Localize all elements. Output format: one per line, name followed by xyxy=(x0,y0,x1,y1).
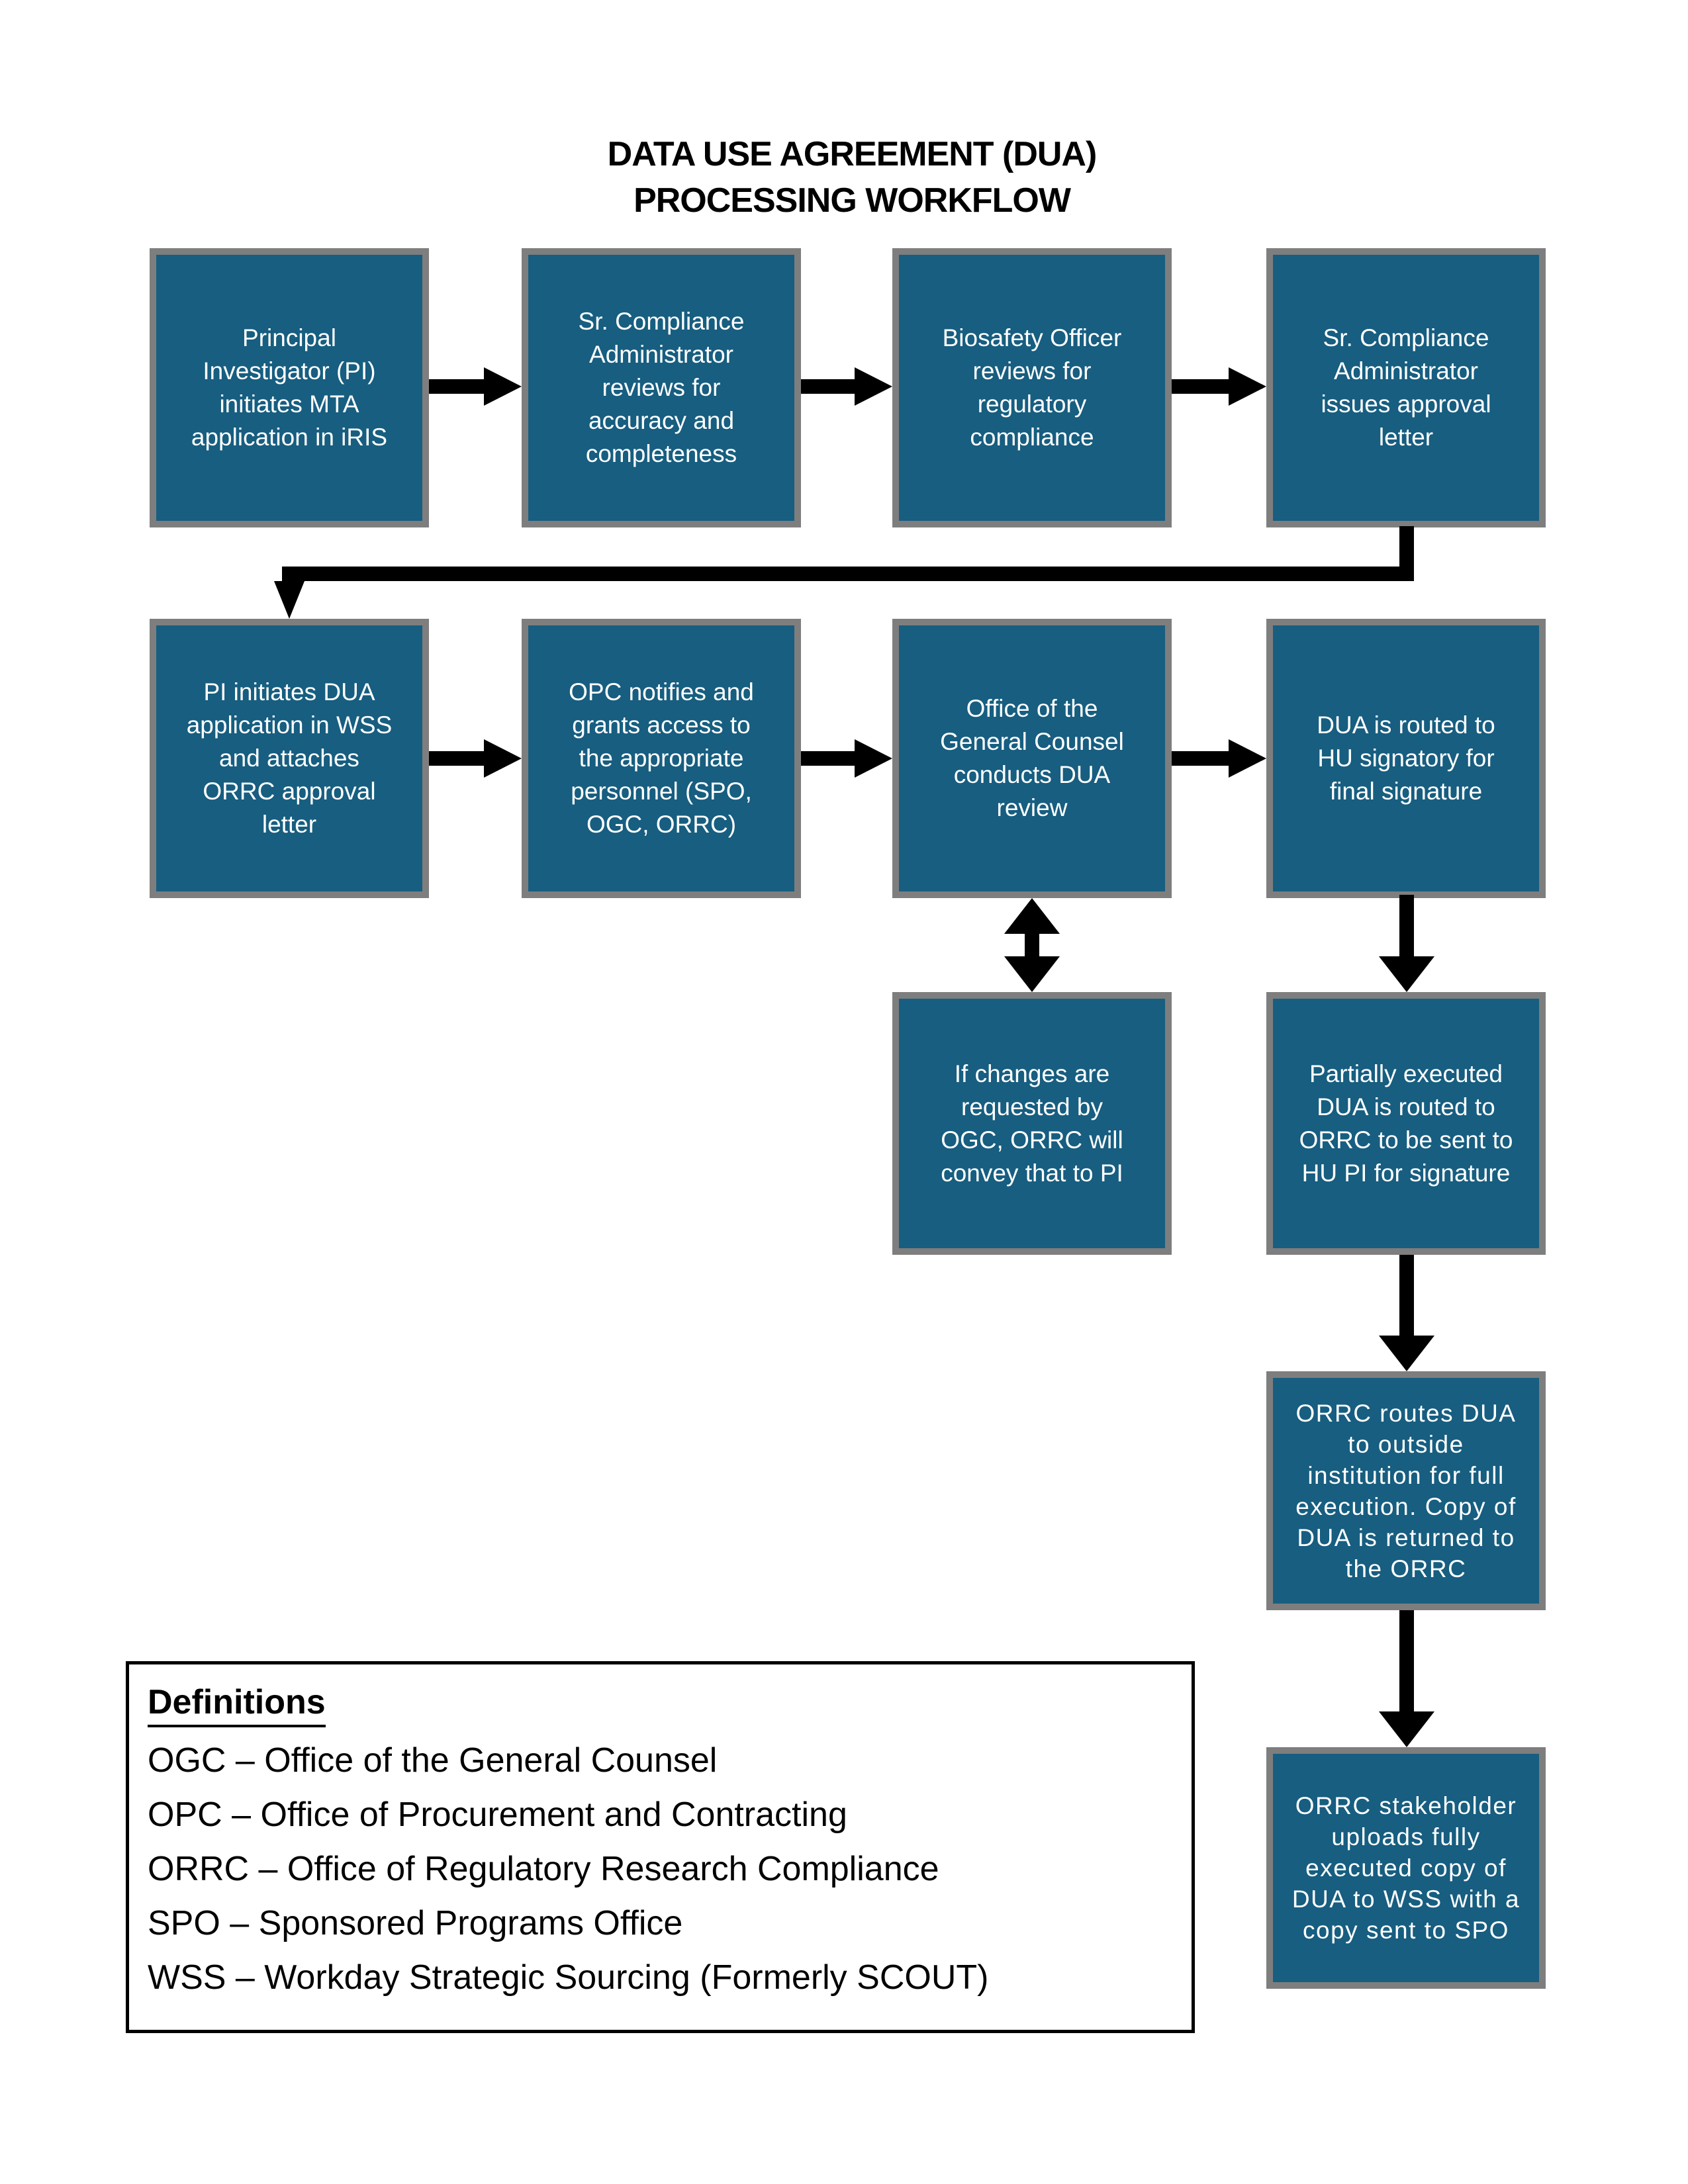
arrow-head xyxy=(1379,1711,1434,1747)
definitions-panel: Definitions OGC – Office of the General … xyxy=(126,1661,1195,2033)
arrow-shaft xyxy=(1172,751,1231,766)
arrow-head xyxy=(855,739,892,778)
flow-box-partially-executed: Partially executed DUA is routed to ORRC… xyxy=(1266,992,1546,1255)
flow-box-label: Office of the General Counsel conducts D… xyxy=(940,695,1124,821)
arrow-r2c4-to-r3c4 xyxy=(1379,895,1434,992)
arrow-head xyxy=(1379,1336,1434,1371)
arrow-r1c3-to-r1c4 xyxy=(1172,367,1266,406)
arrow-head xyxy=(274,581,305,619)
flow-box-ogc-dua-review: Office of the General Counsel conducts D… xyxy=(892,619,1172,898)
flow-box-pi-initiates-mta: Principal Investigator (PI) initiates MT… xyxy=(150,248,429,527)
arrow-shaft xyxy=(1399,895,1414,958)
definition-item-spo: SPO – Sponsored Programs Office xyxy=(148,1904,683,1942)
arrow-r1c2-to-r1c3 xyxy=(801,367,892,406)
flow-box-label: Biosafety Officer reviews for regulatory… xyxy=(942,324,1122,451)
flow-box-changes-requested: If changes are requested by OGC, ORRC wi… xyxy=(892,992,1172,1255)
arrow-shaft xyxy=(429,379,487,394)
flow-box-sr-compliance-reviews: Sr. Compliance Administrator reviews for… xyxy=(522,248,801,527)
double-arrow-r2c3-r3c3 xyxy=(1004,898,1060,992)
arrow-shaft xyxy=(1025,931,1039,959)
flow-box-label: ORRC stakeholder uploads fully executed … xyxy=(1291,1792,1521,1944)
arrow-head xyxy=(484,739,522,778)
flow-box-pi-initiates-dua: PI initiates DUA application in WSS and … xyxy=(150,619,429,898)
page-title-line2: PROCESSING WORKFLOW xyxy=(633,181,1071,220)
arrow-shaft xyxy=(801,379,857,394)
definition-item-wss: WSS – Workday Strategic Sourcing (Former… xyxy=(148,1958,989,1997)
arrow-head xyxy=(1229,367,1266,406)
flow-box-orrc-uploads-wss: ORRC stakeholder uploads fully executed … xyxy=(1266,1747,1546,1989)
flow-box-opc-grants-access: OPC notifies and grants access to the ap… xyxy=(522,619,801,898)
arrow-head xyxy=(1229,739,1266,778)
arrow-head xyxy=(1379,956,1434,992)
definitions-heading-text: Definitions xyxy=(148,1683,326,1727)
page-title-line1: DATA USE AGREEMENT (DUA) xyxy=(607,135,1098,173)
arrow-head xyxy=(855,367,892,406)
arrow-r1c1-to-r1c2 xyxy=(429,367,522,406)
definition-item-opc: OPC – Office of Procurement and Contract… xyxy=(148,1796,847,1834)
arrow-shaft xyxy=(1399,526,1414,568)
arrow-shaft xyxy=(1399,1610,1414,1713)
definition-item-orrc: ORRC – Office of Regulatory Research Com… xyxy=(148,1850,939,1888)
arrow-shaft xyxy=(1399,1255,1414,1337)
flow-box-label: Sr. Compliance Administrator issues appr… xyxy=(1321,324,1491,451)
arrow-shaft xyxy=(801,751,857,766)
arrow-r2c1-to-r2c2 xyxy=(429,739,522,778)
arrow-head xyxy=(1004,956,1060,992)
flow-box-biosafety-review: Biosafety Officer reviews for regulatory… xyxy=(892,248,1172,527)
flow-box-label: Sr. Compliance Administrator reviews for… xyxy=(578,308,745,467)
flow-box-label: If changes are requested by OGC, ORRC wi… xyxy=(941,1060,1123,1187)
flow-box-label: DUA is routed to HU signatory for final … xyxy=(1317,711,1495,805)
flow-box-label: Partially executed DUA is routed to ORRC… xyxy=(1299,1060,1513,1187)
arrow-r4c4-to-r5c4 xyxy=(1379,1610,1434,1747)
arrow-head xyxy=(484,367,522,406)
definitions-heading: Definitions xyxy=(148,1680,1165,1727)
flow-box-route-hu-signatory: DUA is routed to HU signatory for final … xyxy=(1266,619,1546,898)
flow-box-label: PI initiates DUA application in WSS and … xyxy=(186,678,393,838)
definition-item-ogc: OGC – Office of the General Counsel xyxy=(148,1741,718,1780)
flow-box-label: OPC notifies and grants access to the ap… xyxy=(569,678,754,838)
arrow-shaft xyxy=(282,567,1414,581)
arrow-r2c2-to-r2c3 xyxy=(801,739,892,778)
arrow-head xyxy=(1004,898,1060,934)
page-title: DATA USE AGREEMENT (DUA) PROCESSING WORK… xyxy=(16,131,1688,224)
arrow-shaft xyxy=(1172,379,1231,394)
arrow-shaft xyxy=(429,751,487,766)
flow-box-label: ORRC routes DUA to outside institution f… xyxy=(1295,1399,1517,1582)
flow-box-orrc-routes-outside: ORRC routes DUA to outside institution f… xyxy=(1266,1371,1546,1610)
arrow-r3c4-to-r4c4 xyxy=(1379,1255,1434,1371)
flow-box-approval-letter: Sr. Compliance Administrator issues appr… xyxy=(1266,248,1546,527)
flow-box-label: Principal Investigator (PI) initiates MT… xyxy=(191,324,388,451)
arrow-r2c3-to-r2c4 xyxy=(1172,739,1266,778)
